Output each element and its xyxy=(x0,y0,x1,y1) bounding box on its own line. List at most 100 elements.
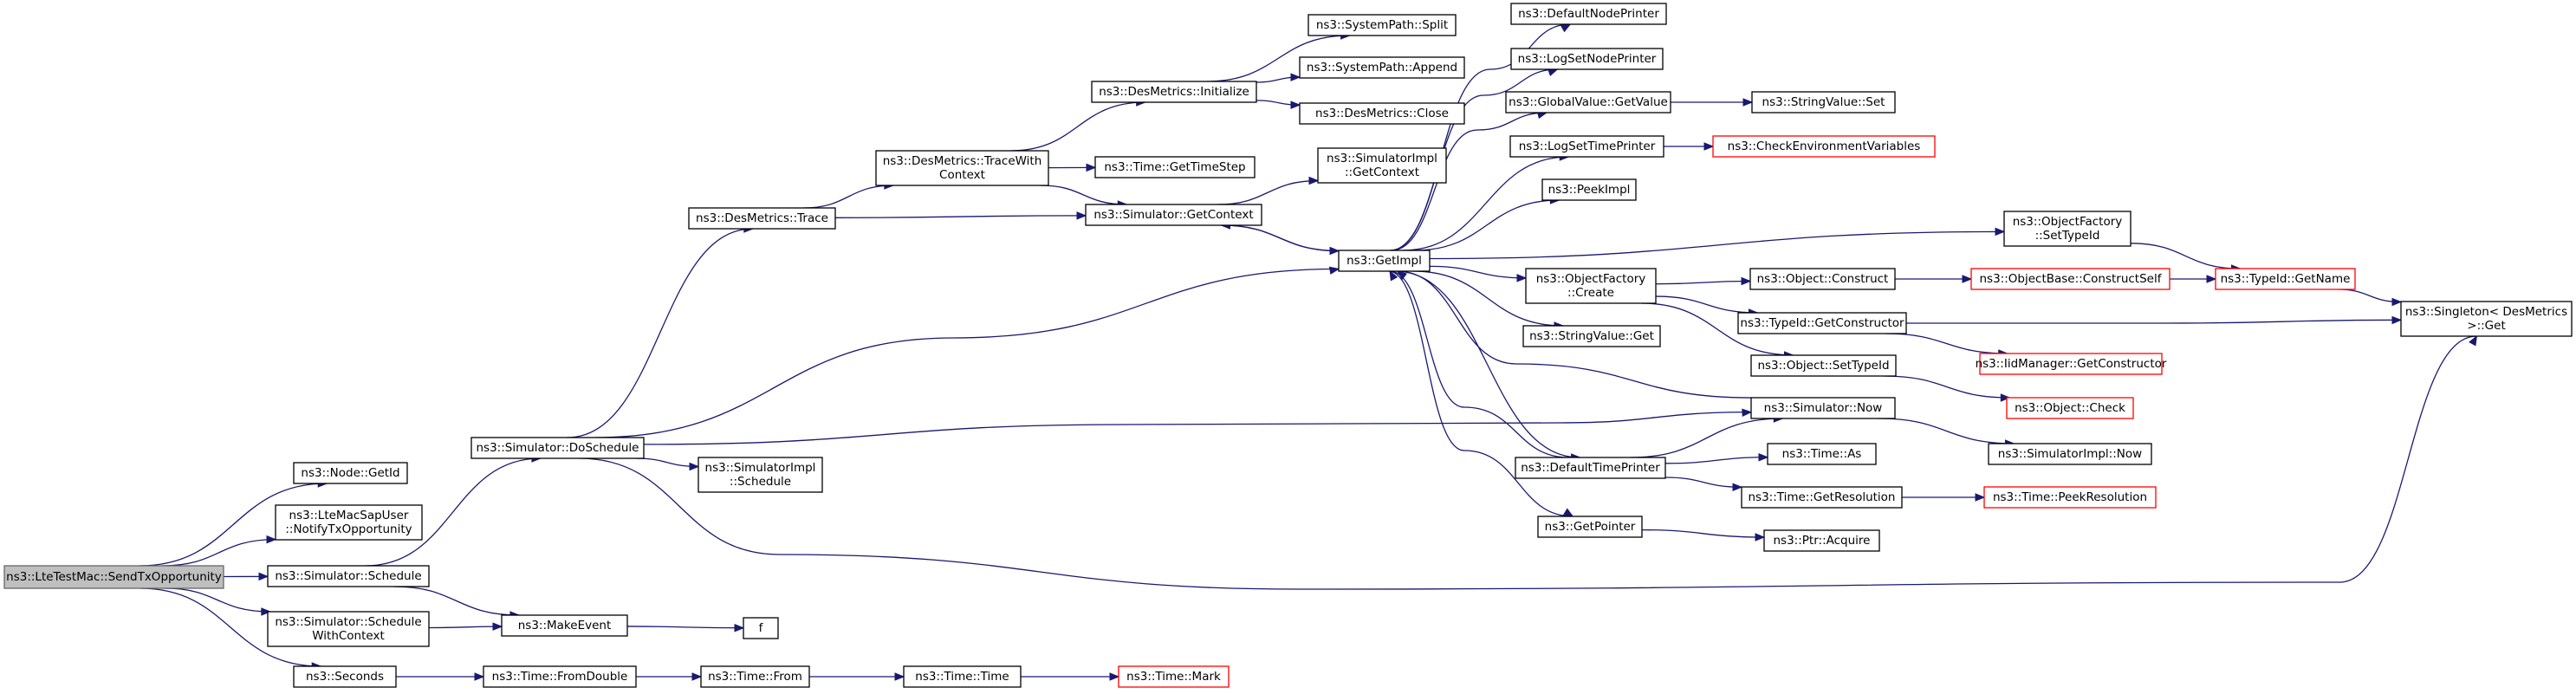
node-deftimeprinter[interactable]: ns3::DefaultTimePrinter xyxy=(1515,457,1666,479)
node-box xyxy=(501,614,628,637)
edge-doschedule-to-getimpl xyxy=(594,268,1340,438)
node-label: ns3::Time::PeekResolution xyxy=(1993,490,2147,504)
edge-typeidgetctor-to-singleton xyxy=(1906,319,2402,324)
edge-getimpl-to-logsetnode xyxy=(1390,68,1558,251)
node-box xyxy=(1317,147,1447,184)
node-box xyxy=(2006,397,2134,419)
node-box xyxy=(2003,211,2132,247)
node-strvalset[interactable]: ns3::StringValue::Set xyxy=(1751,91,1896,114)
node-label: ns3::ObjectBase::ConstructSelf xyxy=(1980,272,2163,286)
node-label: ns3::Seconds xyxy=(306,670,384,684)
node-box xyxy=(1749,268,1896,290)
node-simimplsched[interactable]: ns3::SimulatorImpl::Schedule xyxy=(698,457,823,493)
node-gvgetvalue[interactable]: ns3::GlobalValue::GetValue xyxy=(1505,91,1671,114)
node-box xyxy=(2215,268,2356,290)
node-timegetres[interactable]: ns3::Time::GetResolution xyxy=(1741,486,1903,509)
node-objcheck[interactable]: ns3::Object::Check xyxy=(2006,397,2134,419)
node-root[interactable]: ns3::LteTestMac::SendTxOpportunity xyxy=(3,565,224,589)
node-box xyxy=(1751,91,1896,114)
node-getpointer[interactable]: ns3::GetPointer xyxy=(1537,516,1643,538)
node-timestep[interactable]: ns3::Time::GetTimeStep xyxy=(1094,156,1256,178)
node-label: ::Create xyxy=(1567,286,1614,300)
node-desmtrace[interactable]: ns3::DesMetrics::Trace xyxy=(688,207,836,230)
node-simimplnow[interactable]: ns3::SimulatorImpl::Now xyxy=(1988,443,2152,465)
node-simimplctx[interactable]: ns3::SimulatorImpl::GetContext xyxy=(1317,147,1447,184)
node-typeidgetname[interactable]: ns3::TypeId::GetName xyxy=(2215,268,2356,290)
node-objfactcreate[interactable]: ns3::ObjectFactory::Create xyxy=(1525,268,1657,304)
node-f[interactable]: f xyxy=(743,617,779,639)
node-simgetctx[interactable]: ns3::Simulator::GetContext xyxy=(1085,204,1262,226)
node-logsettime[interactable]: ns3::LogSetTimePrinter xyxy=(1509,135,1664,158)
node-label: ns3::GlobalValue::GetValue xyxy=(1509,95,1668,109)
node-logsetnode[interactable]: ns3::LogSetNodePrinter xyxy=(1510,48,1664,70)
node-typeidgetctor[interactable]: ns3::TypeId::GetConstructor xyxy=(1737,312,1907,334)
node-label: ns3::Object::SetTypeId xyxy=(1757,359,1889,373)
node-objfactsettype[interactable]: ns3::ObjectFactory::SetTypeId xyxy=(2003,211,2132,247)
node-getimpl[interactable]: ns3::GetImpl xyxy=(1338,250,1431,272)
node-label: ns3::DesMetrics::Close xyxy=(1315,107,1449,120)
node-timetime[interactable]: ns3::Time::Time xyxy=(903,665,1022,688)
arrowhead-objconstruct-to-objbaseconstruct xyxy=(1962,275,1973,283)
arrowhead-deftimeprinter-to-timeas xyxy=(1758,453,1769,462)
arrowhead-getimpl-to-objfactsettype xyxy=(1995,227,2006,237)
node-objsettypeid[interactable]: ns3::Object::SetTypeId xyxy=(1750,354,1897,377)
node-label: ns3::LogSetTimePrinter xyxy=(1519,139,1656,153)
arrowhead-makeevent-to-f xyxy=(734,623,745,632)
node-box xyxy=(1094,156,1256,178)
arrowhead-getimpl-to-getpointer xyxy=(1562,508,1574,517)
node-seconds[interactable]: ns3::Seconds xyxy=(293,665,397,688)
arrowhead-simnow-to-getimpl xyxy=(1396,270,1408,281)
node-timefrom[interactable]: ns3::Time::From xyxy=(700,665,810,688)
node-ptracquire[interactable]: ns3::Ptr::Acquire xyxy=(1763,529,1880,552)
node-peekres[interactable]: ns3::Time::PeekResolution xyxy=(1983,486,2157,509)
arrowhead-simgetctx-to-simimplctx xyxy=(1308,176,1320,185)
edge-schedwc-to-makeevent xyxy=(428,626,503,629)
node-split[interactable]: ns3::SystemPath::Split xyxy=(1307,14,1457,36)
node-objconstruct[interactable]: ns3::Object::Construct xyxy=(1749,268,1896,290)
node-simnow[interactable]: ns3::Simulator::Now xyxy=(1750,397,1896,419)
node-timemark[interactable]: ns3::Time::Mark xyxy=(1118,665,1230,688)
node-label: ::SetTypeId xyxy=(2035,229,2100,243)
node-label: ns3::SimulatorImpl xyxy=(1327,152,1437,165)
node-box xyxy=(698,457,823,493)
node-defnodeprinter[interactable]: ns3::DefaultNodePrinter xyxy=(1510,3,1667,25)
node-notify[interactable]: ns3::LteMacSapUser::NotifyTxOpportunity xyxy=(275,504,423,541)
edge-doschedule-to-singleton xyxy=(579,335,2477,590)
arrowhead-root-to-schedule xyxy=(258,572,269,581)
node-box xyxy=(1525,268,1657,304)
node-box xyxy=(1541,178,1637,201)
node-label: ns3::StringValue::Set xyxy=(1762,95,1885,109)
node-label: ns3::ObjectFactory xyxy=(2013,215,2123,229)
node-getid[interactable]: ns3::Node::GetId xyxy=(293,462,408,484)
node-objbaseconstruct[interactable]: ns3::ObjectBase::ConstructSelf xyxy=(1970,268,2170,290)
node-makeevent[interactable]: ns3::MakeEvent xyxy=(501,614,628,637)
arrowhead-deftimeprinter-to-timegetres xyxy=(1732,483,1743,491)
arrowhead-schedwc-to-makeevent xyxy=(492,622,503,631)
node-iidmanager[interactable]: ns3::IidManager::GetConstructor xyxy=(1976,353,2167,375)
arrowhead-objbaseconstruct-to-typeidgetname xyxy=(2206,275,2217,283)
node-timeas[interactable]: ns3::Time::As xyxy=(1767,443,1877,465)
node-box xyxy=(1767,443,1877,465)
node-singleton[interactable]: ns3::Singleton< DesMetrics >::Get xyxy=(2400,301,2573,337)
node-schedule[interactable]: ns3::Simulator::Schedule xyxy=(267,565,430,587)
node-desminit[interactable]: ns3::DesMetrics::Initialize xyxy=(1091,81,1257,103)
node-label: ns3::Time::From xyxy=(708,670,802,684)
node-strvalget[interactable]: ns3::StringValue::Get xyxy=(1522,325,1661,347)
edge-simnow-to-simimplnow xyxy=(1878,418,2015,444)
arrowhead-doschedule-to-simnow xyxy=(1742,408,1753,417)
node-peekimpl[interactable]: ns3::PeekImpl xyxy=(1541,178,1637,201)
node-append[interactable]: ns3::SystemPath::Append xyxy=(1299,56,1465,79)
node-label: WithContext xyxy=(312,629,385,643)
node-box xyxy=(875,150,1049,186)
edge-getimpl-to-gvgetvalue xyxy=(1392,112,1548,251)
node-label: ns3::CheckEnvironmentVariables xyxy=(1728,139,1921,153)
edge-getimpl-to-logsettime xyxy=(1402,156,1569,251)
node-box xyxy=(903,665,1022,688)
node-checkenv[interactable]: ns3::CheckEnvironmentVariables xyxy=(1712,135,1936,158)
node-close[interactable]: ns3::DesMetrics::Close xyxy=(1299,102,1465,125)
arrowhead-getimpl-to-logsetnode xyxy=(1547,68,1559,76)
node-doschedule[interactable]: ns3::Simulator::DoSchedule xyxy=(470,437,645,459)
node-fromdouble[interactable]: ns3::Time::FromDouble xyxy=(483,665,637,688)
